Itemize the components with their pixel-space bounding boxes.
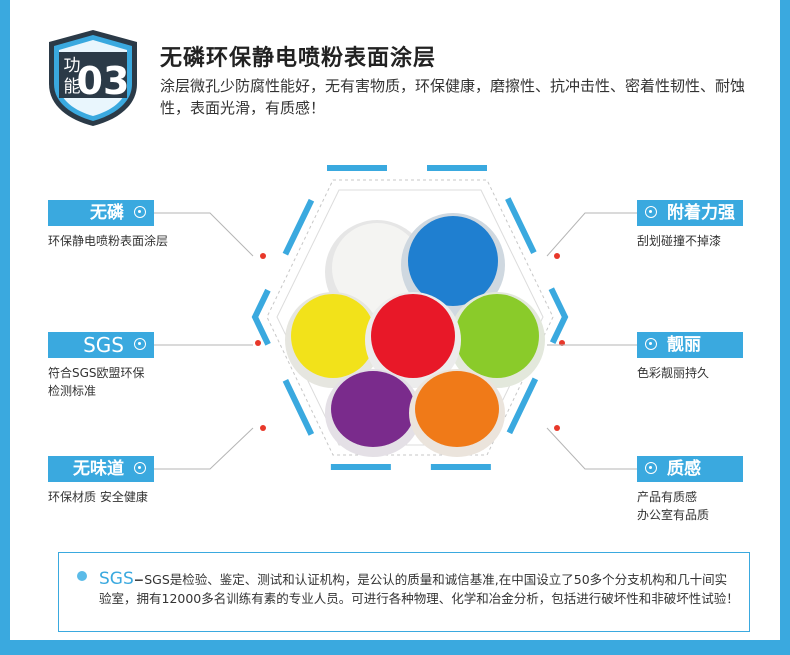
- feature-sub: 检测标准: [48, 384, 97, 398]
- feature-sub: 符合SGS欧盟环保: [48, 366, 145, 380]
- dash-icon: −: [133, 572, 145, 587]
- feature-sub: 刮划碰撞不掉漆: [637, 234, 722, 248]
- feature-sub: 环保材质 安全健康: [48, 490, 148, 504]
- sgs-note-body: SGS是检验、鉴定、测试和认证机构，是公认的质量和诚信基准,在中国设立了50多个…: [99, 572, 739, 606]
- sgs-note-lead: SGS: [99, 569, 134, 589]
- page-description: 涂层微孔少防腐性能好，无有害物质，环保健康，磨擦性、抗冲击性、密着性韧性、耐蚀性…: [160, 77, 746, 117]
- sgs-note-text: SGS−SGS是检验、鉴定、测试和认证机构，是公认的质量和诚信基准,在中国设立了…: [99, 570, 739, 608]
- circle-plus-icon: [134, 338, 146, 350]
- feature-sub: 产品有质感: [637, 490, 698, 504]
- feature-label: SGS: [83, 333, 124, 357]
- feature-label: 附着力强: [667, 203, 735, 223]
- feature-tag-bright: 靓丽: [637, 332, 743, 358]
- content-panel: 功 能 03 无磷环保静电喷粉表面涂层 涂层微孔少防腐性能好，无有害物质，环保健…: [10, 0, 780, 640]
- sgs-note-box: SGS−SGS是检验、鉴定、测试和认证机构，是公认的质量和诚信基准,在中国设立了…: [58, 552, 750, 632]
- badge-label-2: 能: [64, 77, 81, 97]
- powder-orange: [409, 369, 505, 457]
- badge-number: 03: [77, 59, 130, 103]
- shield-badge: 功 能 03: [49, 30, 137, 126]
- circle-plus-icon: [645, 338, 657, 350]
- connector-lines: [153, 212, 637, 470]
- feature-sub: 环保静电喷粉表面涂层: [48, 234, 169, 248]
- feature-tag-phosphorus-free: 无磷: [48, 200, 154, 226]
- circle-plus-icon: [645, 206, 657, 218]
- feature-sub: 办公室有品质: [637, 508, 710, 522]
- powder-green: [449, 292, 545, 388]
- feature-label: 无磷: [90, 203, 124, 223]
- feature-sub: 色彩靓丽持久: [637, 366, 710, 380]
- feature-tag-odorless: 无味道: [48, 456, 154, 482]
- feature-tag-adhesion: 附着力强: [637, 200, 743, 226]
- feature-label: 靓丽: [667, 335, 701, 355]
- powder-purple: [325, 369, 421, 457]
- feature-tag-texture: 质感: [637, 456, 743, 482]
- bullet-icon: [77, 571, 87, 581]
- page-title: 无磷环保静电喷粉表面涂层: [160, 46, 437, 71]
- feature-label: 质感: [667, 459, 701, 479]
- circle-plus-icon: [134, 462, 146, 474]
- badge-label-1: 功: [64, 56, 81, 76]
- powder-red: [365, 292, 461, 388]
- hexagon-illustration: [251, 165, 569, 470]
- circle-plus-icon: [134, 206, 146, 218]
- circle-plus-icon: [645, 462, 657, 474]
- feature-label: 无味道: [73, 459, 124, 479]
- powder-yellow: [285, 292, 381, 388]
- powder-blue: [401, 213, 505, 317]
- feature-tag-sgs: SGS: [48, 332, 154, 358]
